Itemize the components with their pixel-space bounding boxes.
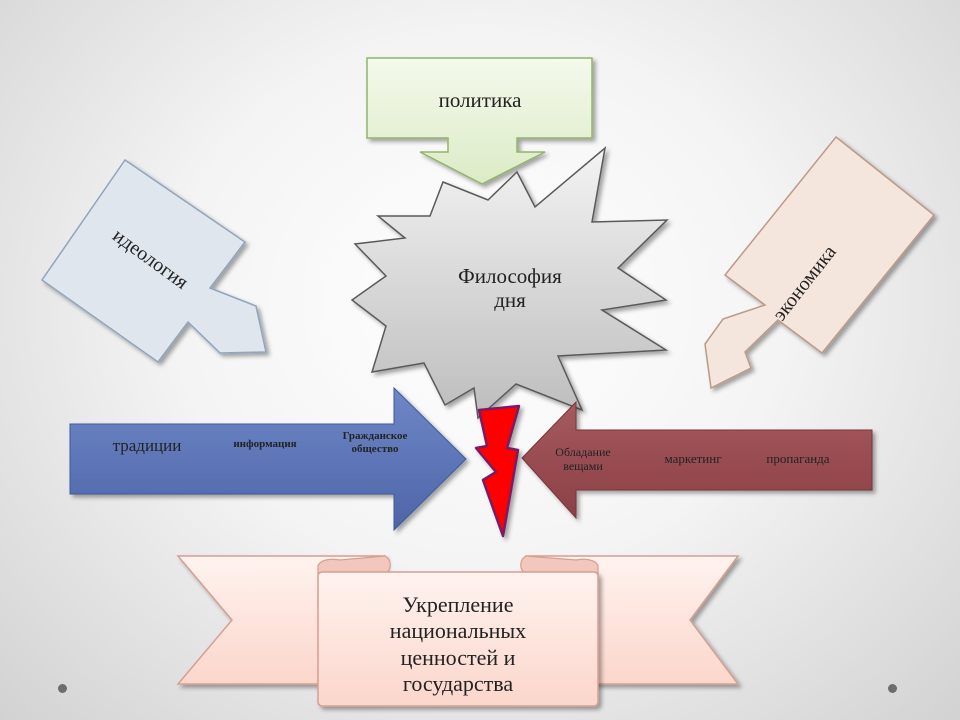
banner-line4: государства — [402, 671, 514, 697]
information-label: информация — [233, 438, 297, 450]
banner-line3: ценностей и — [400, 644, 516, 670]
politics-label: политика — [438, 88, 522, 112]
slide-dot-right — [888, 684, 897, 693]
philosophy-burst — [350, 146, 669, 420]
economy-arrow — [704, 135, 936, 390]
ideology-arrow — [40, 158, 267, 364]
red-left-arrow — [521, 400, 873, 520]
propaganda-label: пропаганда — [766, 451, 830, 466]
banner-line2: национальных — [389, 618, 527, 644]
possession-label: Обладание вещами — [555, 445, 611, 473]
ribbon-left-fold — [317, 555, 391, 575]
lightning-bolt — [474, 404, 521, 538]
center-label-line2: дня — [494, 288, 526, 313]
banner-text: Укрепление национальных ценностей и госу… — [328, 592, 588, 698]
marketing-label: маркетинг — [664, 451, 722, 466]
center-label: Философия дня — [430, 264, 590, 312]
slide-dot-left — [58, 684, 67, 693]
blue-right-arrow — [69, 386, 467, 532]
civil-society-label: Гражданское общество — [342, 430, 408, 455]
ribbon-center — [317, 571, 599, 707]
center-label-line1: Философия — [458, 264, 562, 288]
banner-line1: Укрепление — [402, 592, 514, 617]
tradition-label: традиции — [112, 436, 182, 455]
politics-arrow — [366, 57, 593, 185]
ribbon-right-fold — [520, 555, 599, 575]
